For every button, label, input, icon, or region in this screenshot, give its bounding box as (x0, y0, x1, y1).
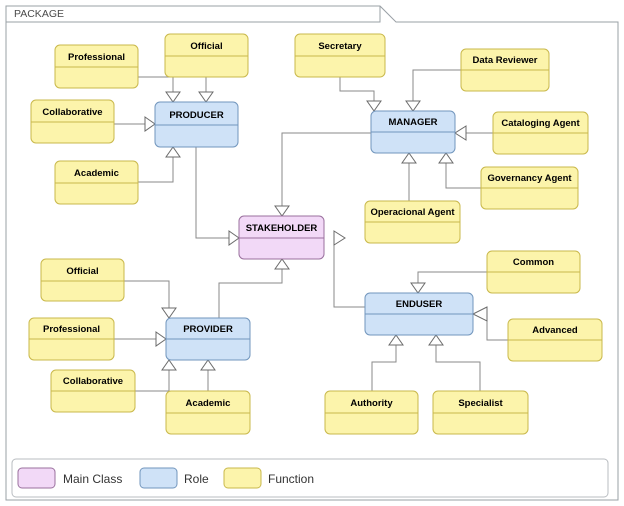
relationship-edges (114, 69, 508, 392)
generalization-arrow (388, 334, 404, 346)
node-mgr-datareviewer[interactable]: Data Reviewer (460, 48, 550, 92)
node-label: STAKEHOLDER (246, 223, 318, 234)
legend: Main Class Role Function (11, 458, 609, 498)
node-label: MANAGER (388, 117, 437, 128)
generalization-arrow (410, 282, 426, 294)
node-mgr-operacional[interactable]: Operacional Agent (364, 200, 461, 244)
node-end-specialist[interactable]: Specialist (432, 390, 529, 435)
node-end-advanced[interactable]: Advanced (507, 318, 603, 362)
generalization-arrow (165, 91, 181, 103)
generalization-arrow (274, 258, 290, 270)
generalization-arrow (454, 125, 467, 141)
node-manager[interactable]: MANAGER (370, 110, 456, 154)
node-label: ENDUSER (396, 299, 443, 310)
legend-swatch-main-class (17, 467, 56, 489)
node-mgr-cataloging[interactable]: Cataloging Agent (492, 111, 589, 155)
generalization-arrow (274, 205, 290, 217)
node-label: Secretary (318, 41, 362, 52)
node-label: Professional (43, 324, 100, 335)
legend-swatch-function (223, 467, 262, 489)
generalization-arrow (144, 116, 156, 132)
node-label: Collaborative (42, 107, 102, 118)
generalization-arrow (405, 100, 421, 112)
package-frame: PACKAGE (5, 5, 619, 501)
node-label: Authority (350, 398, 393, 409)
legend-item-function: Function (223, 467, 314, 489)
node-label: Advanced (532, 325, 578, 336)
node-prov-official[interactable]: Official (40, 258, 125, 302)
node-label: Cataloging Agent (501, 118, 580, 129)
generalization-arrow (161, 307, 177, 319)
node-end-common[interactable]: Common (486, 250, 581, 294)
node-label: Common (513, 257, 554, 268)
node-prod-academic[interactable]: Academic (54, 160, 139, 205)
node-prod-collaborative[interactable]: Collaborative (30, 99, 115, 144)
generalization-arrow (366, 100, 382, 112)
legend-label: Main Class (63, 472, 122, 486)
generalization-arrow (198, 91, 214, 103)
node-stakeholder[interactable]: STAKEHOLDER (238, 215, 325, 260)
generalization-arrow (401, 152, 417, 164)
legend-label: Role (184, 472, 209, 486)
node-label: Data Reviewer (473, 55, 538, 66)
node-provider[interactable]: PROVIDER (165, 317, 251, 361)
generalization-arrow (155, 331, 167, 347)
node-label: Professional (68, 52, 125, 63)
legend-item-main-class: Main Class (17, 467, 122, 489)
generalization-arrow (161, 359, 177, 371)
node-mgr-governancy[interactable]: Governancy Agent (480, 166, 579, 210)
node-label: Academic (186, 398, 231, 409)
generalization-arrow (228, 230, 240, 246)
node-prov-academic[interactable]: Academic (165, 390, 251, 435)
node-label: Governancy Agent (487, 173, 572, 184)
node-end-authority[interactable]: Authority (324, 390, 419, 435)
generalization-arrow (428, 334, 444, 346)
node-label: Operacional Agent (370, 207, 455, 218)
generalization-arrow (438, 152, 454, 164)
node-label: Specialist (458, 398, 503, 409)
node-enduser[interactable]: ENDUSER (364, 292, 474, 336)
node-label: PROVIDER (183, 324, 233, 335)
node-prov-professional[interactable]: Professional (28, 317, 115, 361)
node-label: Academic (74, 168, 119, 179)
node-producer[interactable]: PRODUCER (154, 101, 239, 148)
generalization-arrow (165, 146, 181, 158)
node-label: Official (190, 41, 222, 52)
generalization-arrow (333, 230, 346, 246)
node-label: Official (66, 266, 98, 277)
node-prod-official[interactable]: Official (164, 33, 249, 78)
node-label: Collaborative (63, 376, 123, 387)
generalization-arrow (200, 359, 216, 371)
node-label: PRODUCER (169, 110, 224, 121)
node-prod-professional[interactable]: Professional (54, 44, 139, 89)
package-title: PACKAGE (14, 8, 64, 20)
legend-label: Function (268, 472, 314, 486)
node-mgr-secretary[interactable]: Secretary (294, 33, 386, 78)
legend-item-role: Role (139, 467, 209, 489)
legend-swatch-role (139, 467, 178, 489)
generalization-arrow (471, 306, 488, 322)
node-prov-collaborative[interactable]: Collaborative (50, 369, 136, 413)
